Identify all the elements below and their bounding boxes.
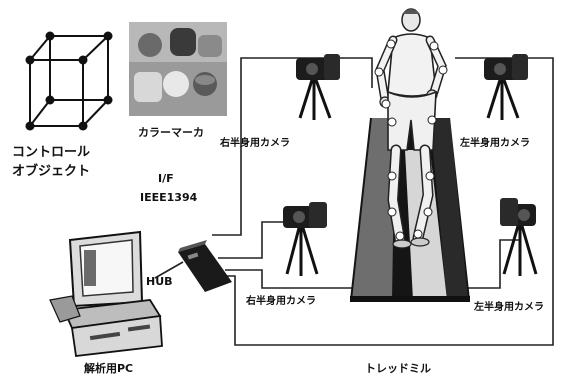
camera-label-left-lower: 左半身用カメラ (473, 300, 544, 313)
hub-icon (178, 240, 232, 292)
color-marker-label: カラーマーカ (138, 126, 204, 139)
treadmill-label: トレッドミル (365, 362, 431, 375)
cube-vertex-markers (25, 31, 113, 131)
control-object-label-line1: コントロール (12, 145, 90, 160)
interface-label-line1: I/F (158, 172, 174, 185)
camera-icon-left-upper (484, 54, 528, 120)
body-markers (374, 39, 448, 241)
computer-icon (49, 230, 163, 357)
camera-icon-left-lower (500, 198, 538, 276)
treadmill (350, 118, 470, 302)
camera-icon-right-lower (283, 202, 327, 276)
camera-label-right-upper: 右半身用カメラ (219, 136, 290, 149)
cube-wireframe-icon (29, 35, 109, 127)
control-object-label-line2: オブジェクト (12, 163, 90, 179)
interface-label-line2: IEEE1394 (140, 191, 198, 204)
hub-label: HUB (146, 275, 173, 288)
camera-label-right-lower: 右半身用カメラ (245, 294, 316, 307)
color-marker-photo (129, 22, 227, 116)
camera-label-left-upper: 左半身用カメラ (459, 136, 530, 149)
analysis-pc-label: 解析用PC (84, 361, 133, 375)
camera-icon-right-upper (296, 54, 340, 120)
